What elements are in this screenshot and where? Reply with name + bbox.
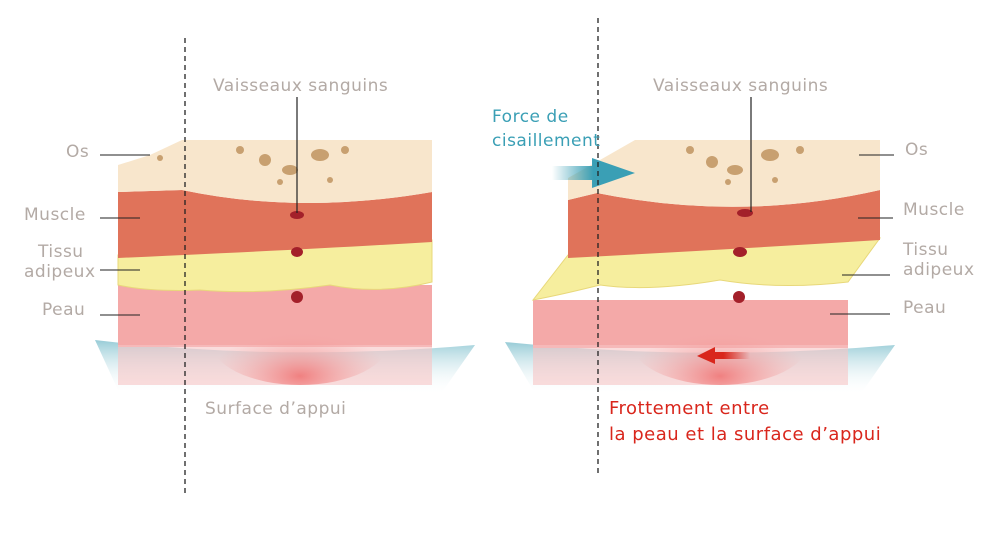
blood-vessel: [291, 291, 303, 303]
shear-force-arrow: [552, 158, 635, 188]
bone-label-left: Os: [66, 142, 90, 162]
bone-label-right: Os: [905, 140, 929, 160]
fat-label-right-1: Tissu: [903, 240, 949, 260]
blood-vessel: [290, 211, 304, 219]
blood-vessel: [733, 247, 747, 257]
friction-label-1: Frottement entre: [609, 398, 770, 419]
muscle-layer: [568, 190, 880, 258]
muscle-label-left: Muscle: [24, 205, 86, 225]
fat-label-left-2: adipeux: [24, 262, 96, 282]
vessels-label-right: Vaisseaux sanguins: [653, 76, 829, 96]
surface-label: Surface d’appui: [205, 399, 347, 419]
fat-label-right-2: adipeux: [903, 260, 975, 280]
bone-layer: [568, 140, 880, 207]
skin-label-right: Peau: [903, 298, 947, 318]
bone-spots: [157, 146, 349, 185]
vessels-label-left: Vaisseaux sanguins: [213, 76, 389, 96]
muscle-label-right: Muscle: [903, 200, 965, 220]
friction-label-2: la peau et la surface d’appui: [609, 424, 882, 445]
shear-label-1: Force de: [492, 107, 569, 127]
blood-vessel: [733, 291, 745, 303]
right-tissue-block: [505, 97, 895, 395]
skin-label-left: Peau: [42, 300, 86, 320]
left-tissue-block: [95, 97, 475, 395]
blood-vessel: [737, 209, 753, 217]
blood-vessel: [291, 247, 303, 257]
fat-label-left-1: Tissu: [38, 242, 84, 262]
bone-layer: [118, 140, 432, 204]
bone-spots: [686, 146, 804, 185]
friction-arrow: [697, 347, 750, 364]
muscle-layer: [118, 190, 432, 258]
shear-label-2: cisaillement: [492, 131, 601, 151]
